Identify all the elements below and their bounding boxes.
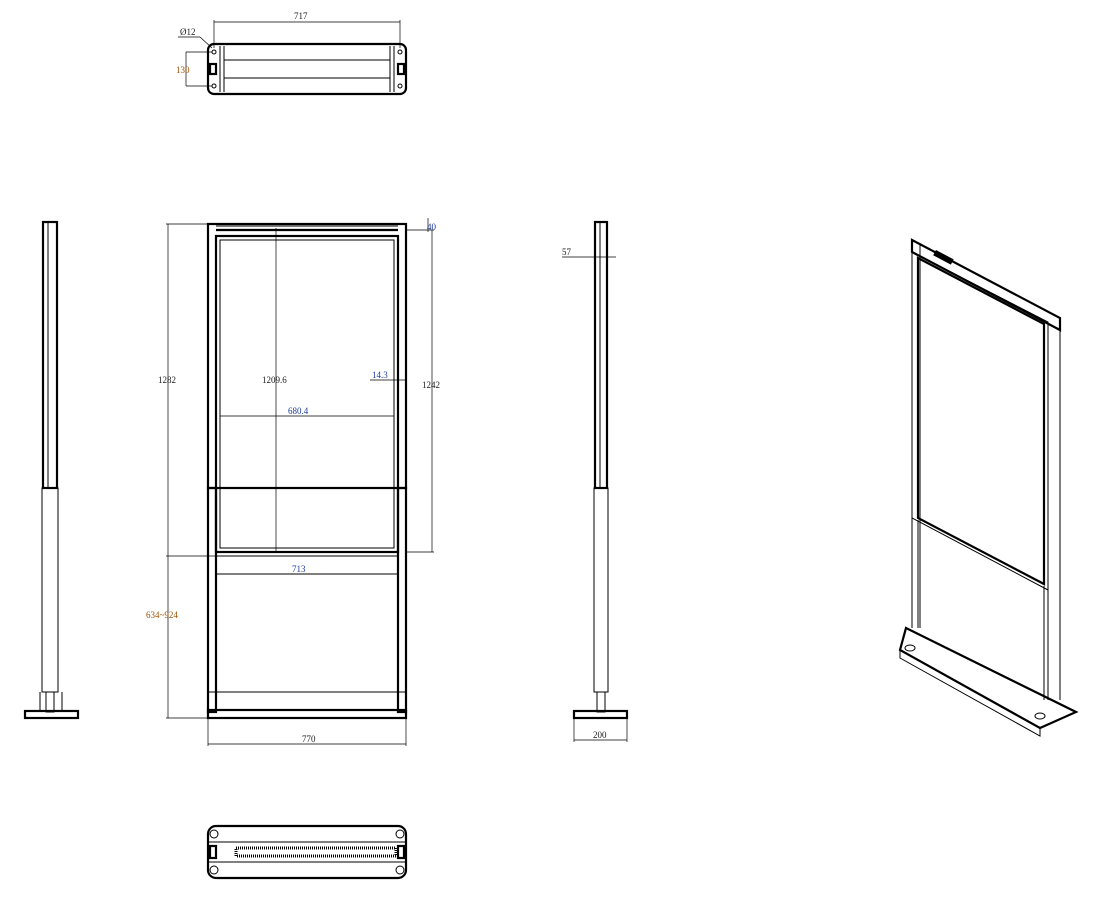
top-view: 717 Ø12 130 (176, 11, 408, 96)
dim-inner-width: 713 (292, 564, 306, 574)
dim-base-depth: 200 (593, 730, 607, 740)
dim-screen-width: 680.4 (288, 406, 309, 416)
dim-depth: 130 (176, 65, 190, 75)
dim-total-width: 770 (302, 734, 316, 744)
dim-bezel: 14.3 (372, 370, 388, 380)
dim-frame-height: 1242 (422, 380, 440, 390)
dim-thickness: 57 (562, 247, 572, 257)
dim-adjustable-height: 634~924 (146, 610, 178, 620)
bottom-view (206, 824, 408, 880)
dim-top-offset: 40 (427, 222, 437, 232)
isometric-view (898, 238, 1079, 737)
dim-total-height: 1282 (158, 375, 176, 385)
dim-screen-height: 1209.6 (262, 375, 287, 385)
front-view: 1282 634~924 1209.6 14.3 1242 40 680.4 7… (146, 218, 440, 746)
dim-hole-diameter: Ø12 (180, 27, 196, 37)
left-side-view (23, 220, 80, 720)
dim-top-width: 717 (294, 11, 308, 21)
right-side-view: 57 200 (562, 220, 629, 742)
